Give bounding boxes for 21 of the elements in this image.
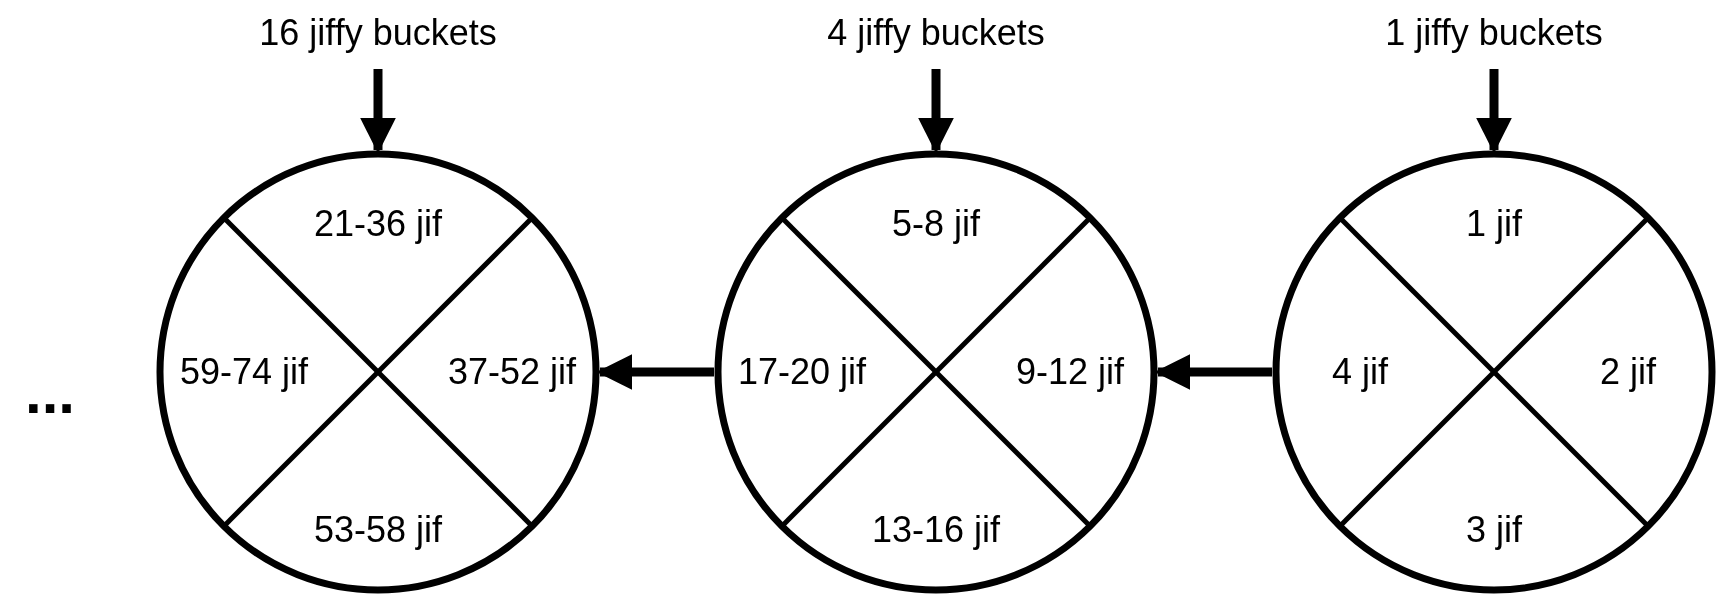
quadrant-label: 13-16 jif	[871, 509, 1001, 551]
quadrant-label: 21-36 jif	[313, 203, 443, 245]
quadrant-label: 5-8 jif	[892, 203, 980, 245]
quadrant-label: 9-12 jif	[1015, 351, 1125, 393]
ellipsis-label: ...	[25, 357, 75, 427]
bucket-label: 1 jiffy buckets	[1385, 12, 1603, 54]
arrow	[1154, 354, 1272, 390]
quadrant-label: 1 jif	[1466, 203, 1522, 245]
bucket-label: 4 jiffy buckets	[827, 12, 1045, 54]
quadrant-label: 3 jif	[1466, 509, 1522, 551]
arrow	[596, 354, 714, 390]
quadrant-label: 37-52 jif	[447, 351, 577, 393]
quadrant-label: 2 jif	[1600, 351, 1656, 393]
quadrant-label: 59-74 jif	[179, 351, 309, 393]
arrow	[918, 69, 954, 154]
quadrant-label: 4 jif	[1332, 351, 1388, 393]
quadrant-label: 17-20 jif	[737, 351, 867, 393]
arrow	[1476, 69, 1512, 154]
bucket-label: 16 jiffy buckets	[259, 12, 497, 54]
arrow	[360, 69, 396, 154]
quadrant-label: 53-58 jif	[313, 509, 443, 551]
